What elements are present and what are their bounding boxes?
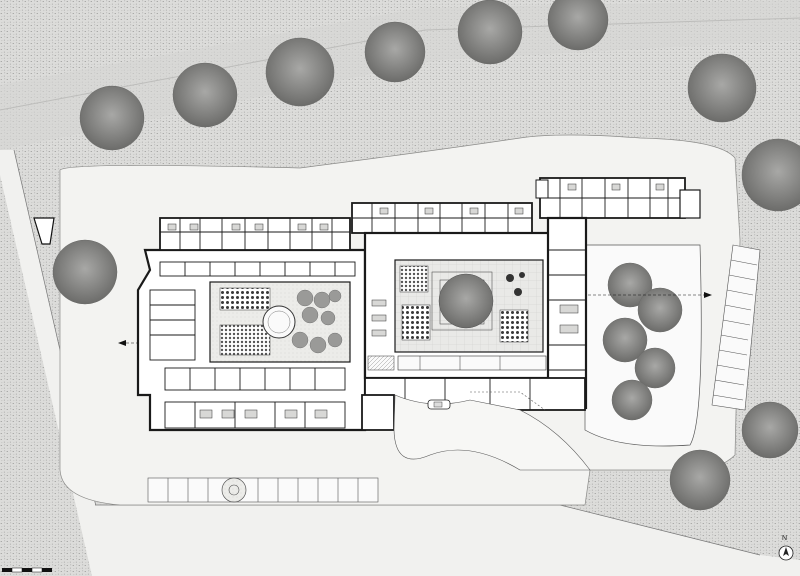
central-courtyard-tree (438, 273, 494, 329)
courtyard-palms (506, 272, 525, 296)
west-courtyard-dark-planting (219, 287, 271, 311)
west-kiosk (33, 217, 55, 245)
scale-bar-icon (2, 567, 52, 573)
furniture (167, 183, 665, 419)
central-courtyard-dark-planting (401, 304, 431, 341)
entrance-block (361, 394, 395, 431)
drop-off-driveway (393, 394, 591, 471)
west-courtyard-fountain (262, 305, 296, 339)
tree-canopies (52, 0, 800, 511)
west-courtyard-shrubs (291, 289, 343, 354)
parking-bays-south (147, 477, 379, 503)
access-road-south (95, 505, 800, 576)
bottom-feature-tree (221, 477, 247, 503)
car-icon (427, 399, 451, 410)
resident-rooms-north-west (159, 217, 351, 251)
north-arrow-icon (778, 545, 794, 561)
north-label: N (782, 535, 788, 542)
room-partitions (160, 178, 685, 250)
parking-bays-east (711, 244, 761, 411)
